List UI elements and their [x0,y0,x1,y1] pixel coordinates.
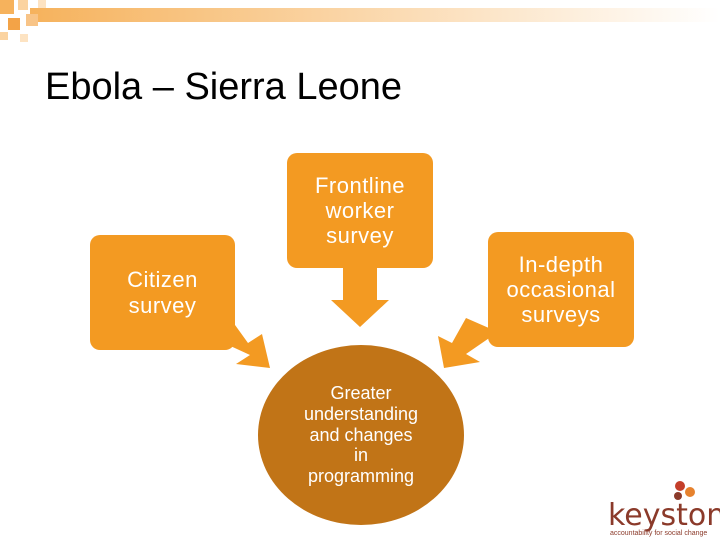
logo-mark-icon [674,481,695,500]
outcome-circle: Greater understanding and changes in pro… [258,345,464,525]
frontline-worker-survey-box: Frontline worker survey [287,153,433,268]
logo-tagline: accountability for social change [610,530,708,537]
arrow-down [331,268,389,327]
citizen-survey-label: Citizen survey [127,267,198,318]
corner-decoration [0,0,720,42]
outcome-label: Greater understanding and changes in pro… [303,383,419,487]
citizen-survey-box: Citizen survey [90,235,235,350]
keystone-logo: keystone accountability for social chang… [598,478,720,538]
arrow-right-to-center [438,318,498,368]
frontline-worker-survey-label: Frontline worker survey [314,172,406,249]
in-depth-surveys-label: In-depth occasional surveys [506,251,616,328]
slide-title: Ebola – Sierra Leone [45,66,403,108]
logo-wordmark: keystone [608,498,720,533]
in-depth-surveys-box: In-depth occasional surveys [488,232,634,347]
